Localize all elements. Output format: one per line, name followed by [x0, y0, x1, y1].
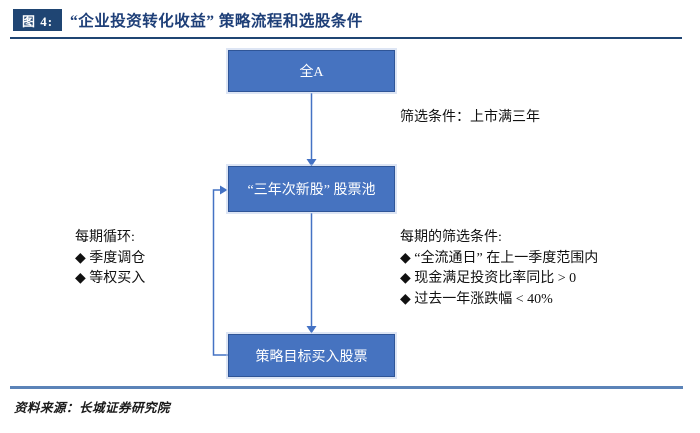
- loop-buy-to-pool-head: [220, 185, 228, 195]
- period-screening-item: ◆ 过去一年涨跌幅 < 40%: [400, 291, 553, 307]
- period-screening-note: 每期的筛选条件: ◆ “全流通日” 在上一季度范围内 ◆ 现金满足投资比率同比 …: [400, 228, 598, 310]
- node-all-a-shares: 全A: [228, 50, 395, 92]
- arrow-pool-to-buy-head: [306, 326, 317, 334]
- node-stock-pool-label: “三年次新股” 股票池: [247, 183, 376, 198]
- period-screening-heading: 每期的筛选条件:: [400, 230, 502, 245]
- node-all-a-shares-label: 全A: [299, 65, 324, 80]
- cycle-note: 每期循环: ◆ 季度调仓 ◆ 等权买入: [75, 228, 145, 290]
- title-underline: [10, 37, 682, 39]
- cycle-note-heading: 每期循环:: [75, 230, 135, 245]
- source-note: 资料来源：长城证券研究院: [14, 401, 171, 415]
- node-buy-stocks: 策略目标买入股票: [228, 334, 395, 377]
- cycle-note-item: ◆ 等权买入: [75, 271, 146, 286]
- bottom-divider: [10, 386, 683, 389]
- screening-condition-note: 筛选条件：上市满三年: [400, 108, 540, 129]
- node-buy-stocks-label: 策略目标买入股票: [255, 349, 368, 365]
- screening-condition-text: 筛选条件：上市满三年: [400, 110, 540, 125]
- figure-title: “企业投资转化收益” 策略流程和选股条件: [70, 13, 363, 30]
- period-screening-item: ◆ 现金满足投资比率同比 > 0: [400, 271, 577, 286]
- figure-number-badge: 图 4:: [13, 9, 62, 31]
- cycle-note-item: ◆ 季度调仓: [75, 250, 146, 266]
- period-screening-item: ◆ “全流通日” 在上一季度范围内: [400, 250, 599, 266]
- loop-buy-to-pool-line: [212, 189, 228, 356]
- node-stock-pool: “三年次新股” 股票池: [228, 166, 395, 212]
